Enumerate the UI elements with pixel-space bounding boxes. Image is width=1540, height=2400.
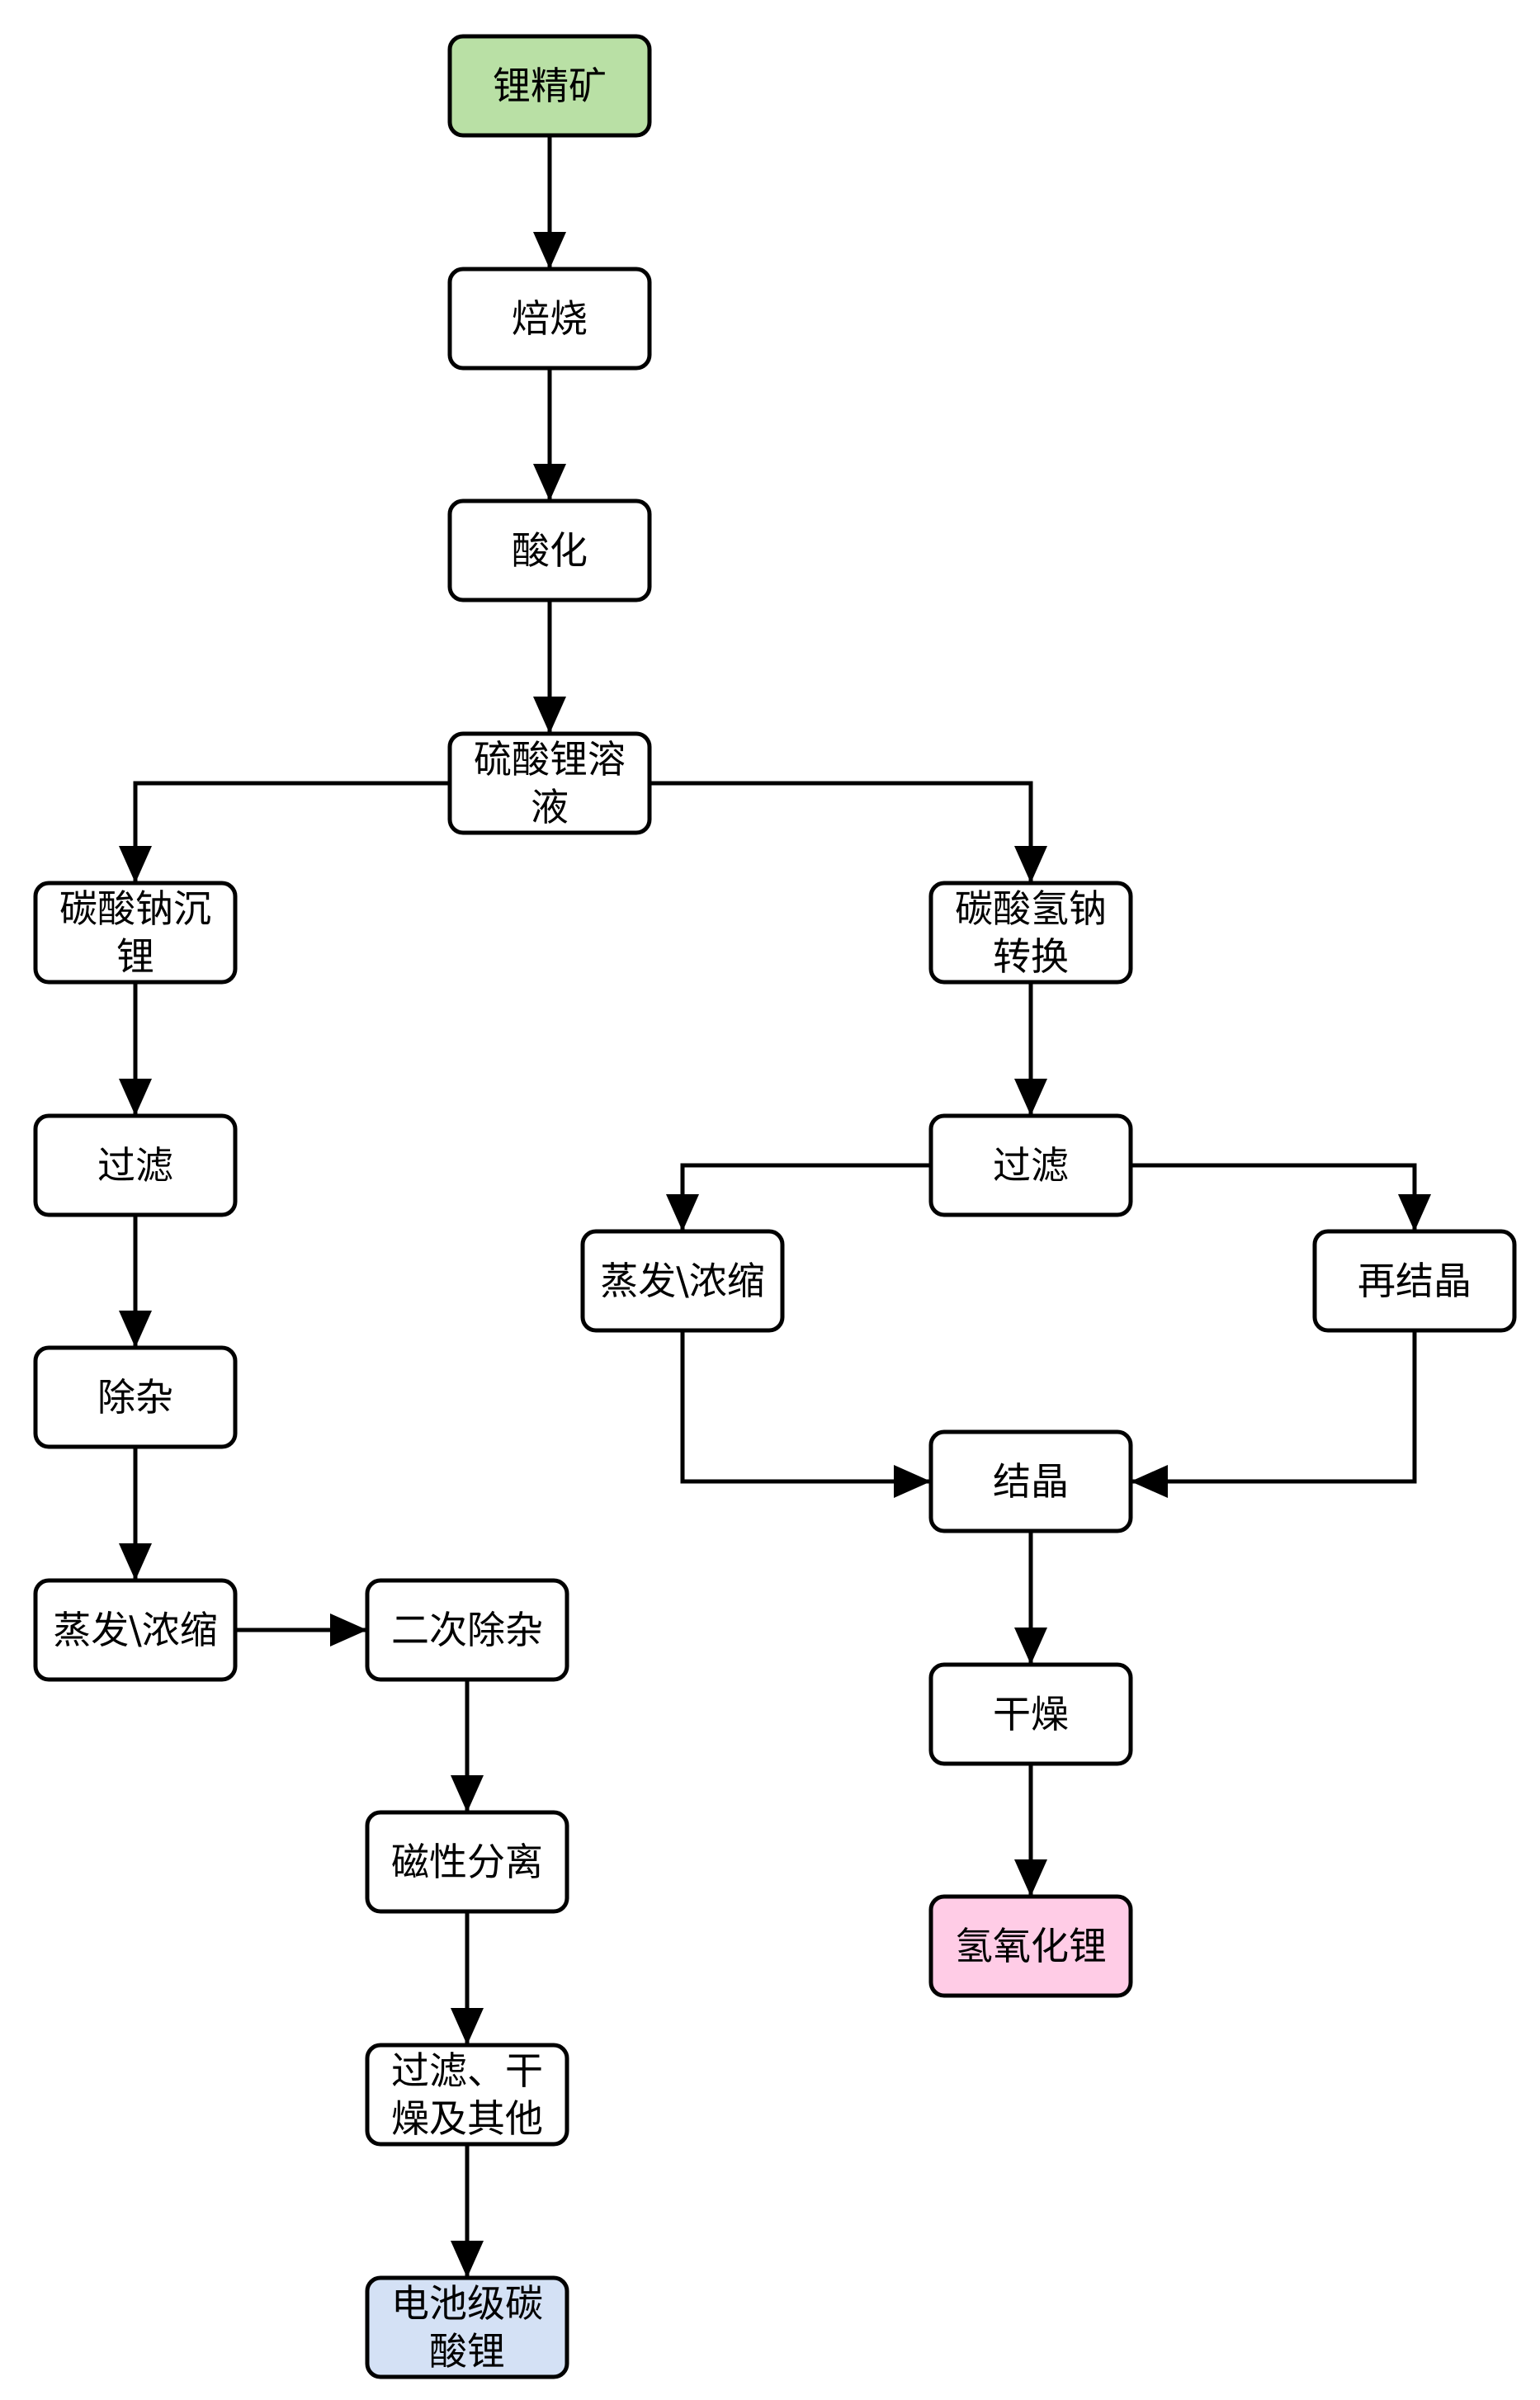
node-box (447, 731, 652, 835)
node-n6: 过滤 (33, 1113, 238, 1217)
node-label: 锂精矿 (493, 64, 607, 108)
node-label: 电池级碳 (391, 2281, 543, 2326)
node-label: 过滤 (993, 1143, 1069, 1188)
node-n10: 磁性分离 (365, 1810, 569, 1914)
node-label: 再结晶 (1358, 1259, 1472, 1303)
node-box (928, 1113, 1133, 1217)
node-label: 酸化 (512, 528, 588, 573)
node-label: 硫酸锂溶 (474, 737, 626, 782)
node-box (365, 1810, 569, 1914)
node-n3: 酸化 (447, 498, 652, 602)
node-box (447, 498, 652, 602)
node-box (1312, 1229, 1517, 1333)
node-label: 除杂 (97, 1375, 173, 1420)
node-box (447, 267, 652, 371)
node-box (928, 1894, 1133, 1998)
node-label: 碳酸氢钠 (955, 886, 1107, 931)
node-label: 过滤、干 (391, 2048, 543, 2093)
node-box (365, 2275, 569, 2379)
node-n19: 氢氧化锂 (928, 1894, 1133, 1998)
node-label: 过滤 (97, 1143, 173, 1188)
node-box (33, 881, 238, 985)
node-n14: 过滤 (928, 1113, 1133, 1217)
edges (119, 135, 1431, 2278)
node-label: 干燥 (993, 1692, 1069, 1736)
edge-n14-n15 (666, 1163, 931, 1231)
node-label: 碳酸钠沉 (59, 886, 211, 931)
edge-n16-n17 (1131, 1330, 1417, 1498)
node-n8: 蒸发\浓缩 (33, 1578, 238, 1682)
node-n17: 结晶 (928, 1429, 1133, 1533)
node-label: 焙烧 (512, 296, 588, 341)
node-label: 结晶 (993, 1459, 1069, 1504)
node-label: 蒸发\浓缩 (600, 1259, 765, 1303)
node-box (33, 1345, 238, 1449)
node-box (928, 881, 1133, 985)
node-n9: 二次除杂 (365, 1578, 569, 1682)
node-label: 二次除杂 (391, 1608, 543, 1652)
node-box (928, 1662, 1133, 1766)
edge-n4-n5 (119, 781, 450, 883)
node-box (447, 34, 652, 138)
node-n18: 干燥 (928, 1662, 1133, 1766)
node-n16: 再结晶 (1312, 1229, 1517, 1333)
node-box (580, 1229, 785, 1333)
node-box (365, 1578, 569, 1682)
node-box (365, 2043, 569, 2147)
edge-n14-n16 (1131, 1163, 1431, 1231)
edge-n4-n13 (650, 781, 1047, 883)
node-label: 氢氧化锂 (955, 1924, 1107, 1968)
node-label: 酸锂 (429, 2329, 505, 2374)
edge-n15-n17 (680, 1330, 931, 1498)
nodes: 锂精矿焙烧酸化硫酸锂溶液碳酸钠沉锂过滤除杂蒸发\浓缩二次除杂磁性分离过滤、干燥及… (33, 34, 1517, 2379)
node-label: 锂 (116, 934, 154, 979)
node-label: 转换 (993, 934, 1069, 979)
node-n15: 蒸发\浓缩 (580, 1229, 785, 1333)
node-box (928, 1429, 1133, 1533)
node-box (33, 1113, 238, 1217)
node-box (33, 1578, 238, 1682)
node-label: 液 (531, 785, 569, 829)
node-n2: 焙烧 (447, 267, 652, 371)
node-label: 磁性分离 (391, 1840, 543, 1884)
node-label: 蒸发\浓缩 (53, 1608, 218, 1652)
node-n7: 除杂 (33, 1345, 238, 1449)
node-n1: 锂精矿 (447, 34, 652, 138)
node-label: 燥及其他 (391, 2096, 543, 2141)
